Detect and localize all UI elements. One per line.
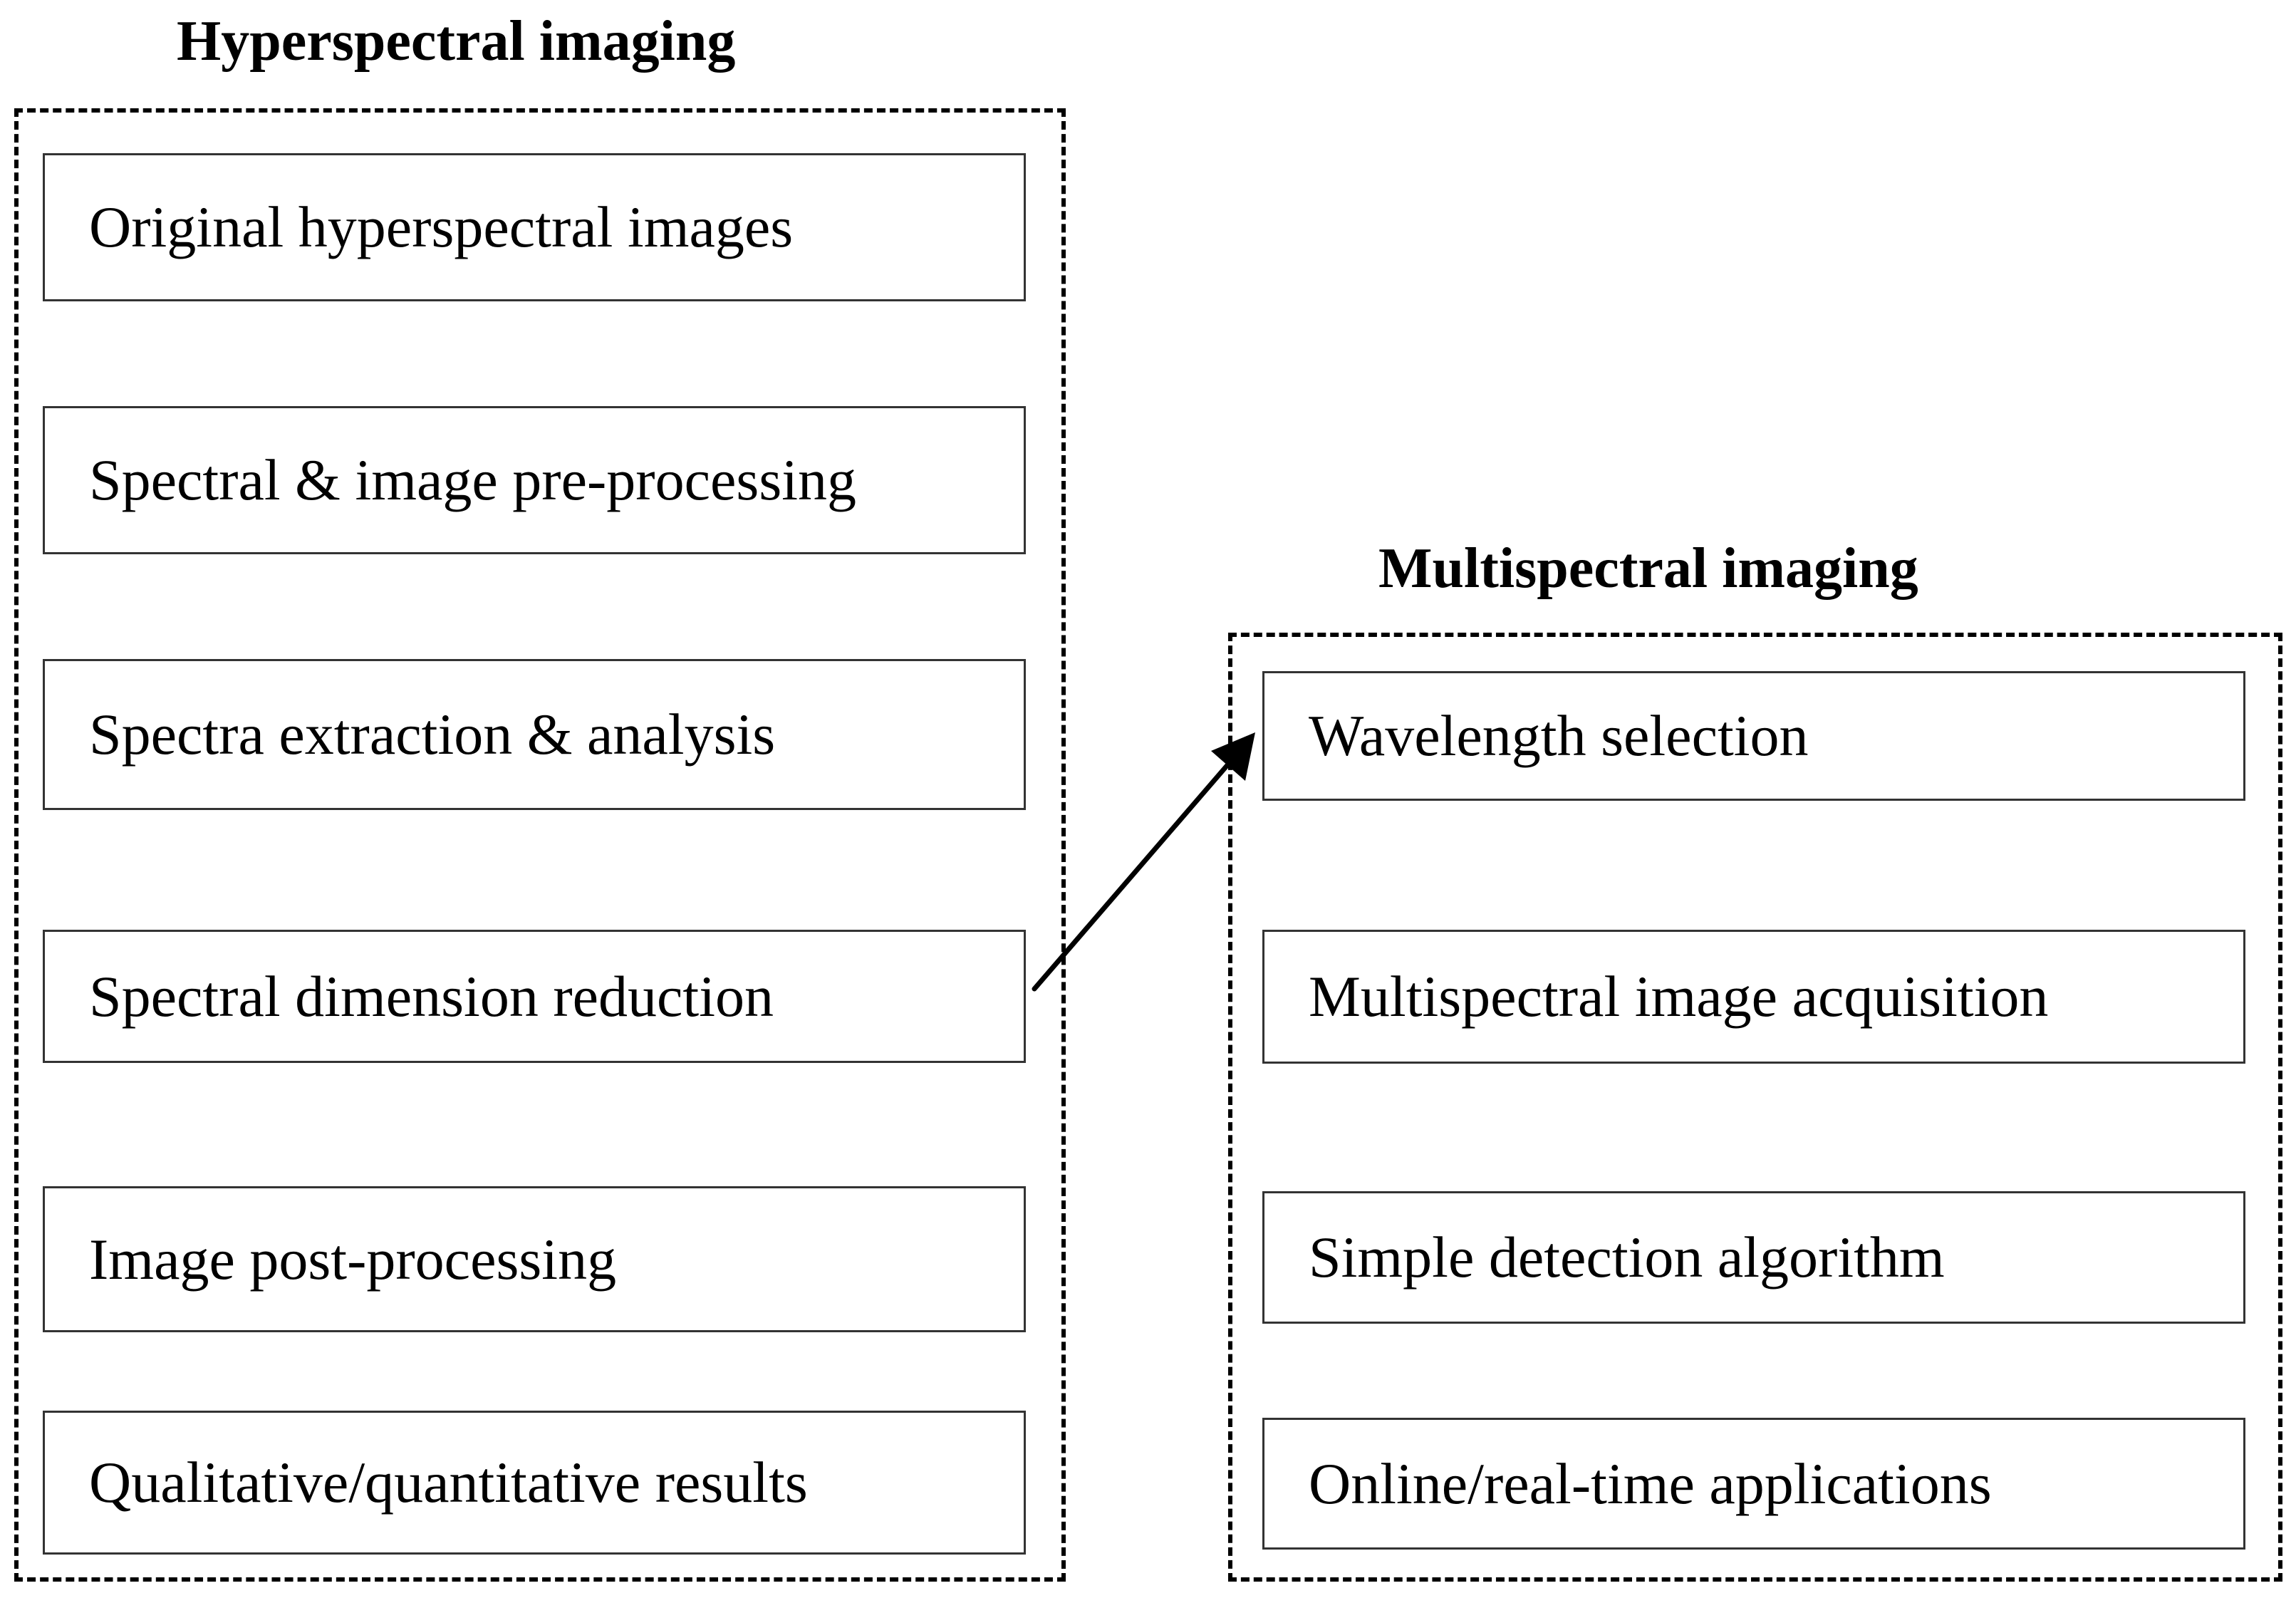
hyperspectral-group-frame (14, 108, 1066, 1582)
step-label: Spectral dimension reduction (89, 963, 774, 1029)
step-multispectral-image-acquisition: Multispectral image acquisition (1262, 930, 2245, 1064)
step-spectra-extraction-analysis: Spectra extraction & analysis (43, 659, 1026, 810)
step-simple-detection-algorithm: Simple detection algorithm (1262, 1191, 2245, 1324)
step-label: Multispectral image acquisition (1309, 964, 2049, 1029)
hyperspectral-title: Hyperspectral imaging (177, 10, 736, 73)
step-label: Wavelength selection (1309, 703, 1809, 768)
step-label: Online/real-time applications (1309, 1451, 1992, 1516)
step-online-real-time-applications: Online/real-time applications (1262, 1418, 2245, 1550)
multispectral-title: Multispectral imaging (1378, 537, 1918, 600)
step-wavelength-selection: Wavelength selection (1262, 671, 2245, 801)
step-label: Image post-processing (89, 1226, 617, 1292)
step-label: Spectral & image pre-processing (89, 447, 857, 512)
multispectral-group-frame (1228, 633, 2282, 1582)
step-image-post-processing: Image post-processing (43, 1186, 1026, 1332)
step-label: Original hyperspectral images (89, 194, 794, 259)
step-spectral-image-pre-processing: Spectral & image pre-processing (43, 406, 1026, 554)
step-original-hyperspectral-images: Original hyperspectral images (43, 153, 1026, 301)
step-qualitative-quantitative-results: Qualitative/quantitative results (43, 1411, 1026, 1555)
step-label: Simple detection algorithm (1309, 1225, 1945, 1290)
step-spectral-dimension-reduction: Spectral dimension reduction (43, 930, 1026, 1063)
step-label: Spectra extraction & analysis (89, 702, 776, 767)
step-label: Qualitative/quantitative results (89, 1450, 808, 1515)
